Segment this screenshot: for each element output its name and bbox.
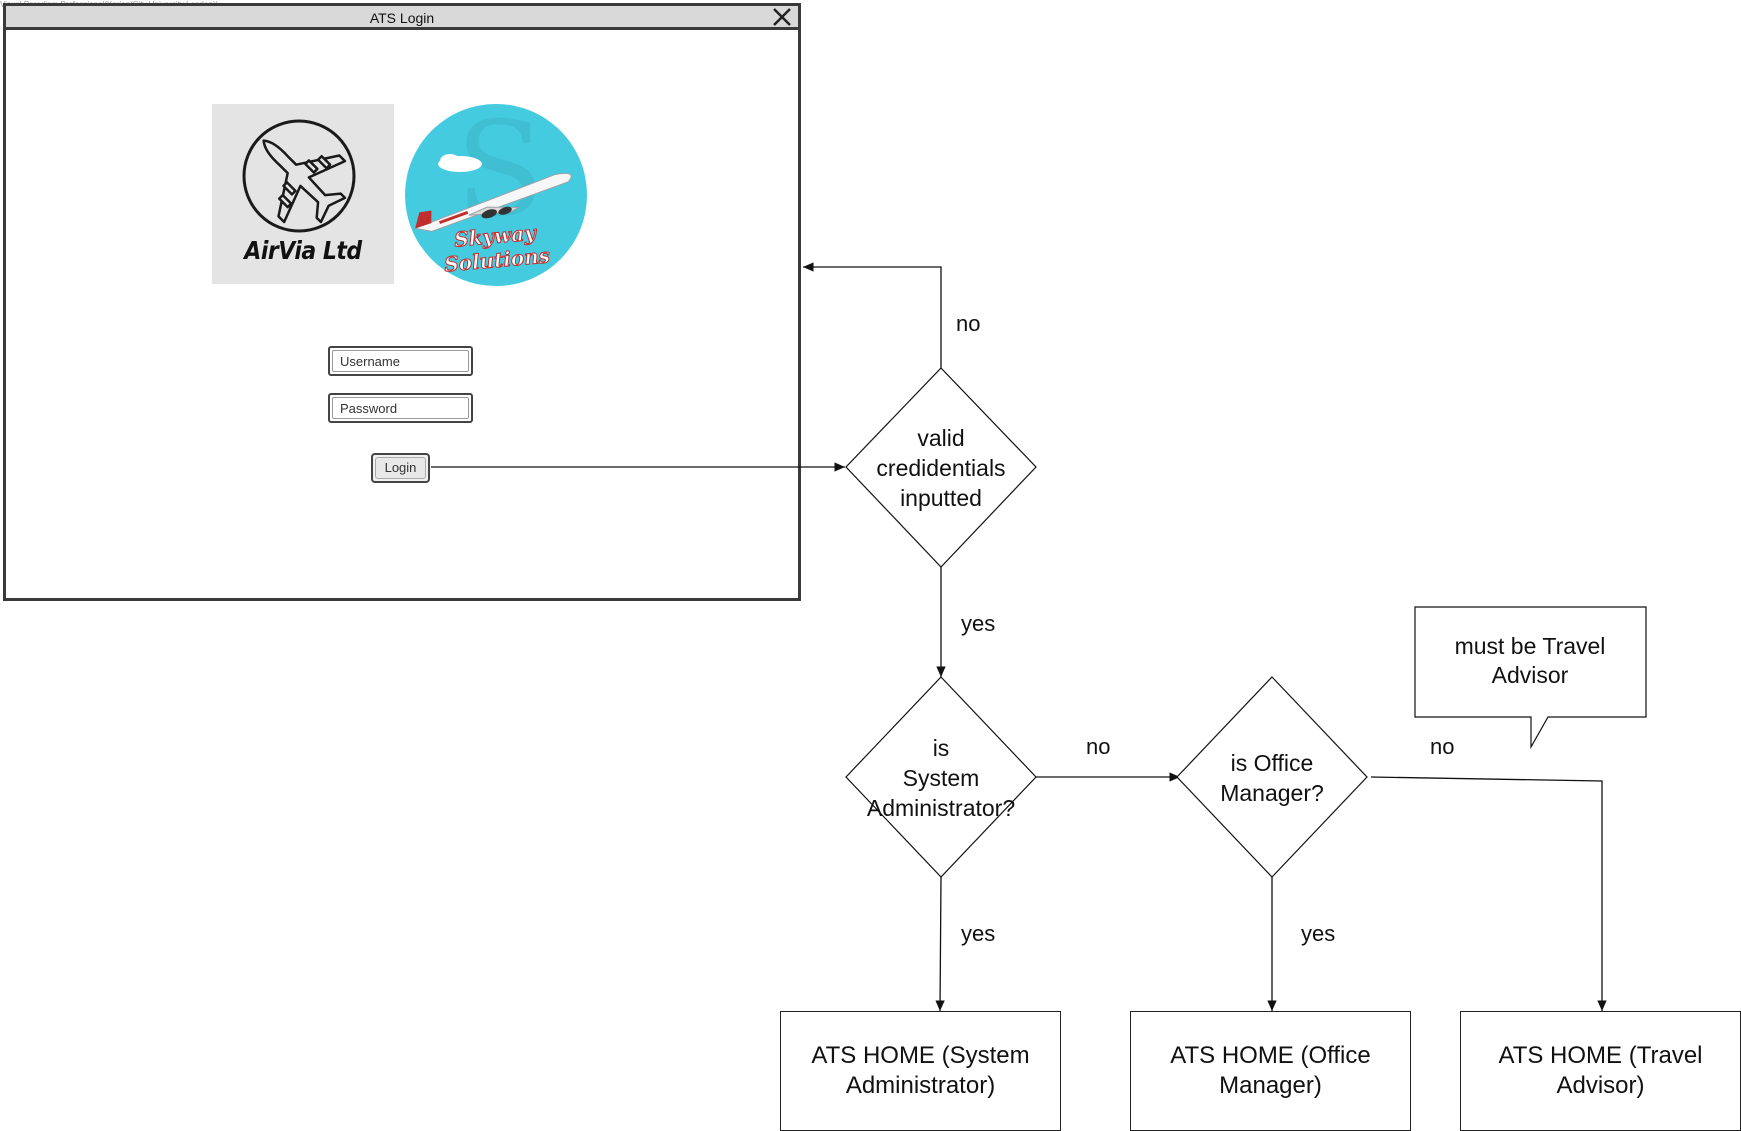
login-window: ATS Login (3, 3, 801, 601)
decision-sysadmin (845, 676, 1037, 878)
edge-label-officemgr-yes: yes (1301, 921, 1336, 946)
close-icon[interactable] (770, 5, 794, 29)
decision-officemgr-text: is Office Manager? (1172, 748, 1372, 808)
decision-valid-text: valid credidentials inputted (841, 423, 1041, 513)
login-button[interactable]: Login (371, 453, 430, 483)
decision-officemgr-line-2: Manager? (1220, 780, 1324, 806)
decision-officemgr-line-1: is Office (1230, 750, 1314, 776)
decision-officemgr (1176, 676, 1368, 878)
window-title-bar: ATS Login (6, 6, 798, 30)
edge-label-valid-yes: yes (961, 611, 996, 636)
decision-sysadmin-text: is System Administrator? (841, 733, 1041, 823)
password-field[interactable]: Password (328, 393, 473, 423)
edge-label-sysadmin-yes: yes (961, 921, 996, 946)
decision-sysadmin-line-3: Administrator? (866, 795, 1016, 821)
edge-sysadmin-yes (935, 876, 945, 1012)
airvia-logo: AirVia Ltd (212, 104, 394, 284)
skyway-plane-icon: S (405, 93, 587, 286)
edge-officemgr-no (1370, 776, 1607, 1011)
username-field[interactable]: Username (328, 346, 473, 376)
decision-valid-line-1: valid (917, 425, 965, 451)
outcome-sysadmin-box: ATS HOME (System Administrator) (780, 1011, 1061, 1131)
decision-valid-line-2: credidentials (876, 455, 1006, 481)
callout-text: must be Travel Advisor (1454, 633, 1606, 688)
outcome-travel-box: ATS HOME (Travel Advisor) (1460, 1011, 1741, 1131)
airvia-logo-text: AirVia Ltd (244, 237, 362, 266)
login-button-label[interactable]: Login (375, 457, 426, 479)
airplane-icon (242, 119, 356, 233)
username-placeholder[interactable]: Username (332, 350, 469, 372)
edge-label-valid-no: no (956, 311, 981, 336)
callout-shape (1414, 606, 1647, 750)
edge-label-sysadmin-no: no (1086, 734, 1111, 759)
password-placeholder[interactable]: Password (332, 397, 469, 419)
decision-sysadmin-line-2: System (902, 765, 980, 791)
outcome-officemgr-box: ATS HOME (Office Manager) (1130, 1011, 1411, 1131)
decision-sysadmin-line-1: is (932, 735, 950, 761)
window-title: ATS Login (369, 10, 435, 26)
decision-valid (845, 367, 1037, 568)
skyway-solutions-logo: S Skyway Solutions (405, 93, 587, 286)
decision-valid-line-3: inputted (900, 485, 982, 511)
edge-label-officemgr-no: no (1430, 734, 1455, 759)
edge-valid-no (803, 262, 942, 368)
